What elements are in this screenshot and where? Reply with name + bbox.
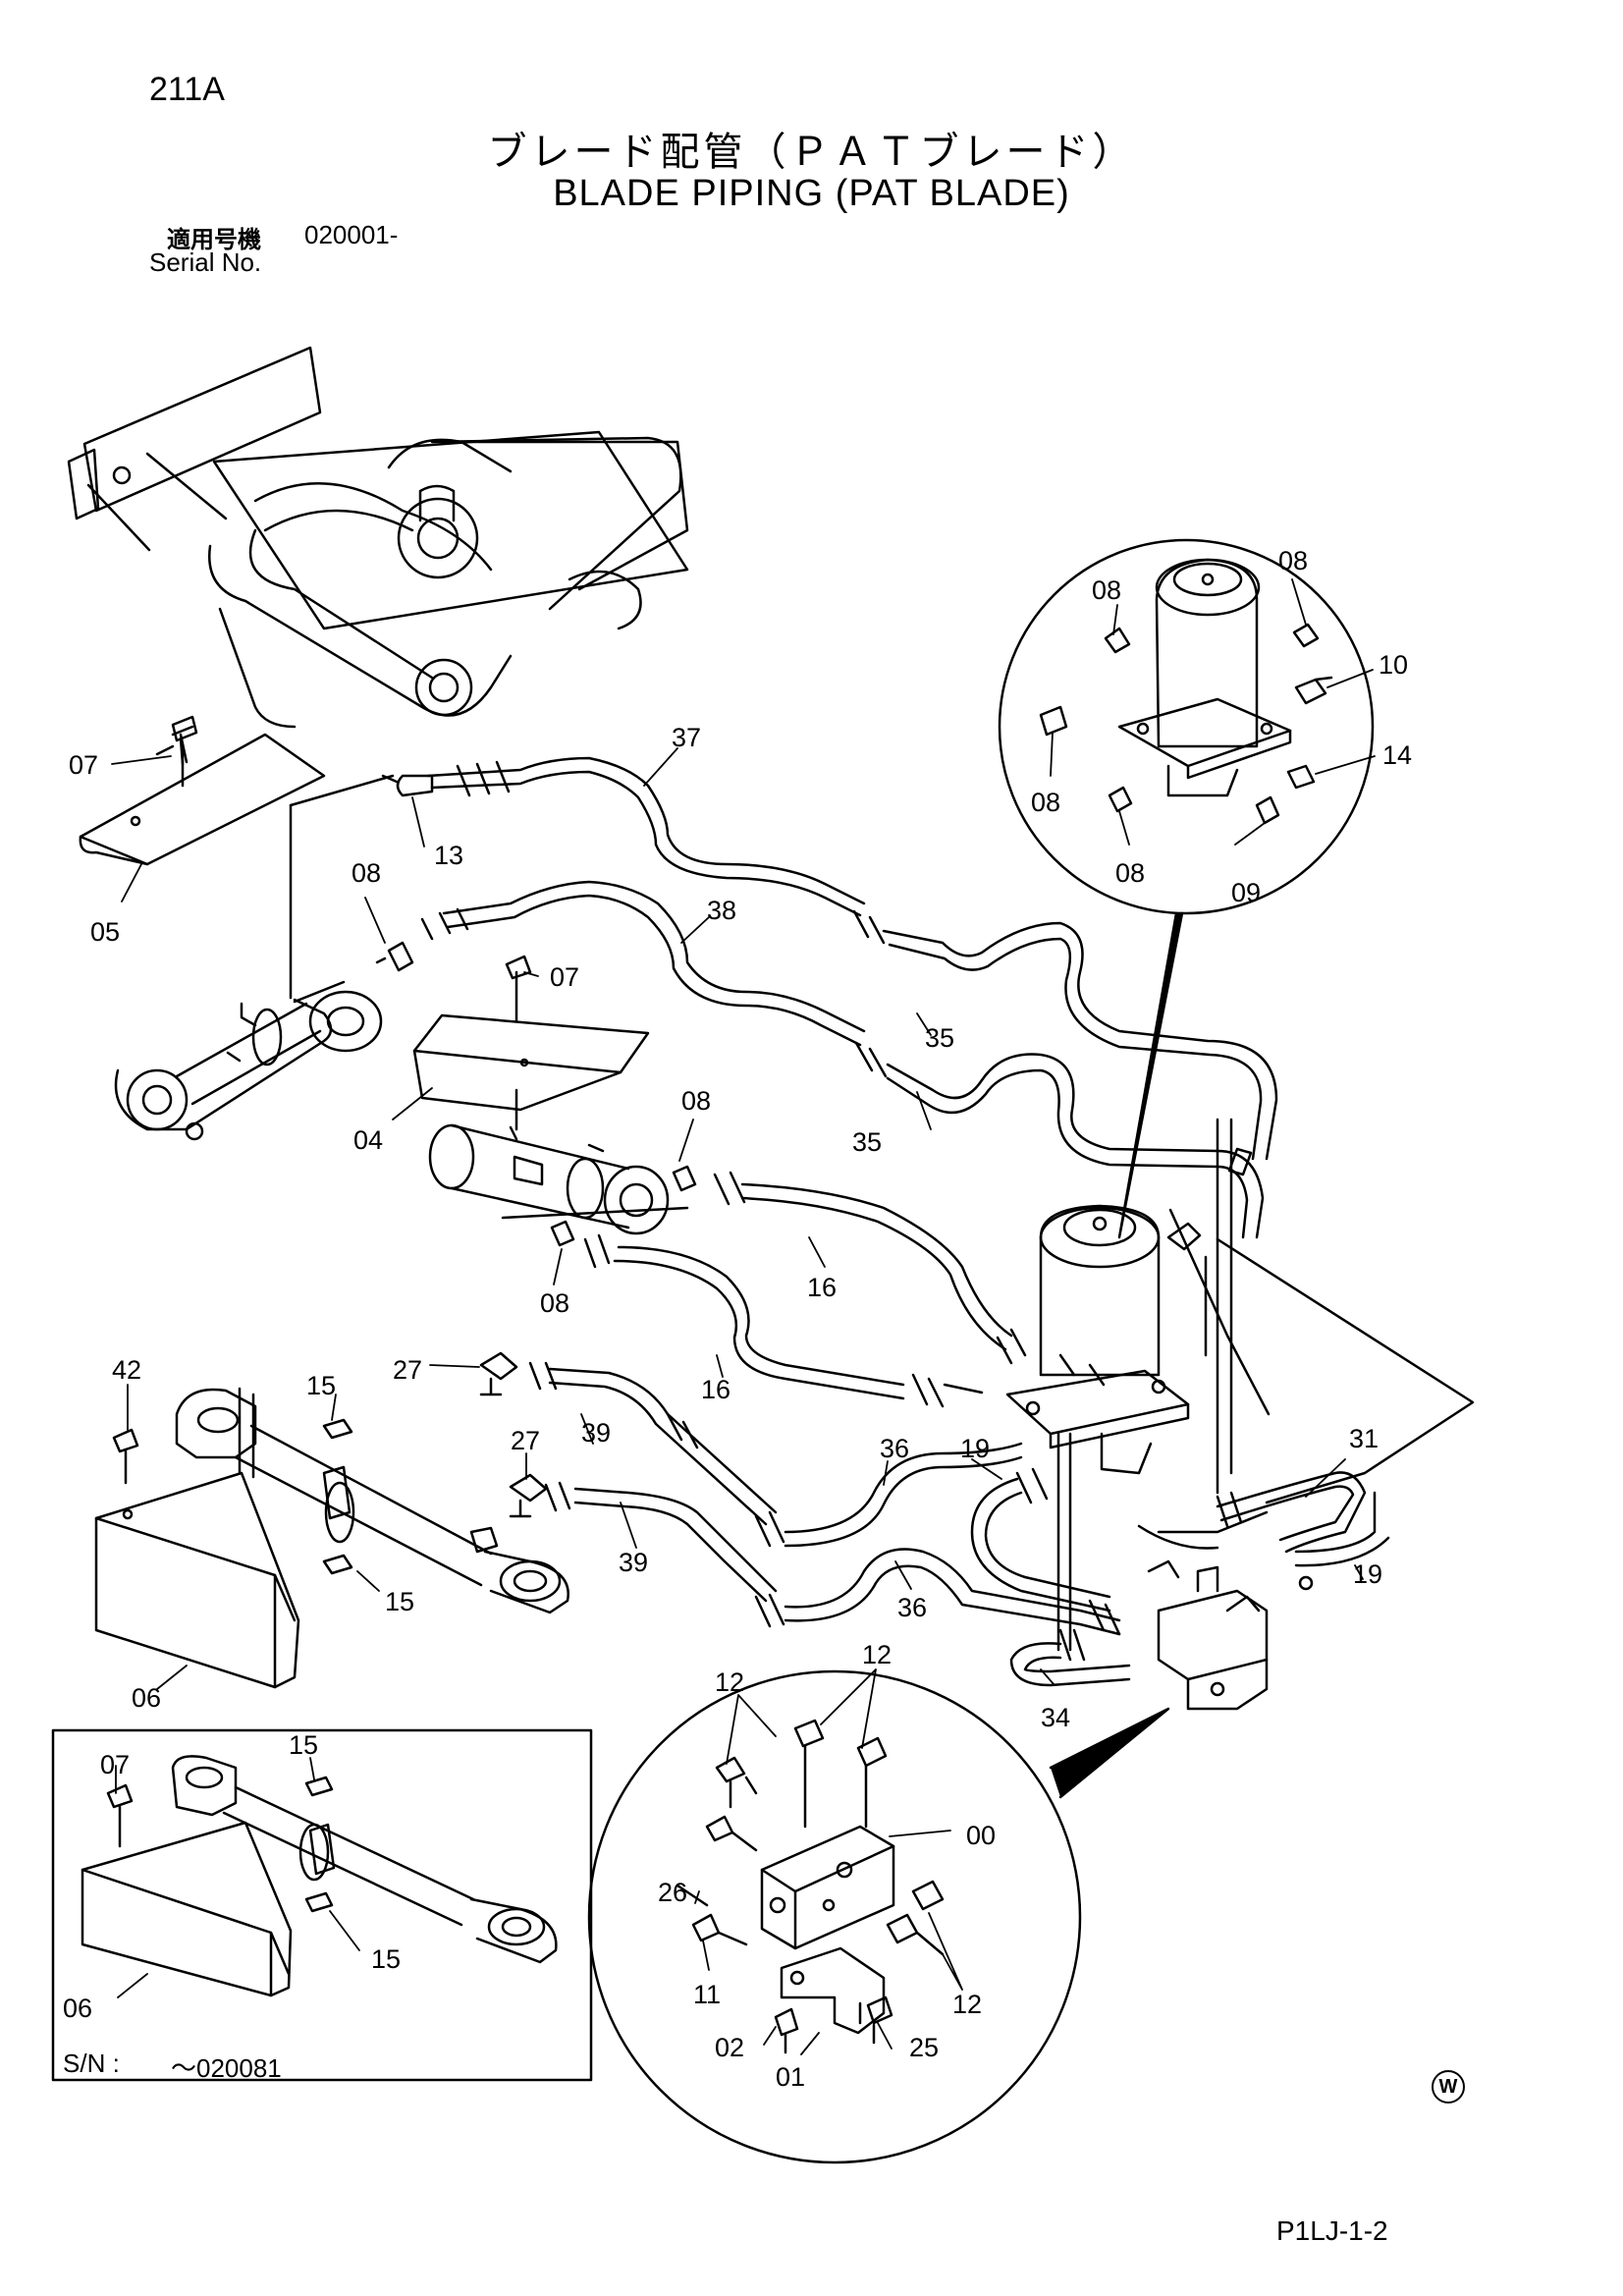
callout-11: 11	[693, 1980, 721, 2009]
callout-05: 05	[90, 917, 120, 947]
pipe-19-left	[970, 1467, 1111, 1613]
serial-label-japanese: 適用号機	[167, 227, 261, 253]
callout-12-a: 12	[715, 1667, 744, 1697]
callout-16-b: 16	[701, 1375, 730, 1404]
pipe-36-b	[754, 1548, 1121, 1636]
callout-31: 31	[1349, 1424, 1379, 1453]
callout-26: 26	[658, 1878, 687, 1907]
callout-00: 00	[966, 1821, 996, 1850]
cover-04	[412, 955, 650, 1112]
blade-cylinder-middle	[428, 1088, 689, 1235]
callout-42: 42	[112, 1355, 141, 1385]
callout-19-b: 19	[1353, 1559, 1382, 1589]
callout-08-d: 08	[1092, 575, 1121, 605]
pipe-36-a	[754, 1442, 1023, 1548]
long-pipe-right	[1056, 1118, 1233, 1652]
inset-serial-value: ～020081	[171, 2053, 282, 2083]
pipe-37	[426, 756, 866, 917]
callout-27-a: 27	[393, 1355, 422, 1385]
detail-circle-swivel	[998, 538, 1375, 1239]
callout-25: 25	[909, 2033, 939, 2062]
callout-12-b: 12	[862, 1640, 892, 1669]
elbow-13	[381, 774, 434, 797]
callout-01: 01	[776, 2062, 805, 2092]
pipe-35-lower	[854, 1041, 1265, 1251]
callout-39-b: 39	[619, 1548, 648, 1577]
elbow-27-b	[509, 1473, 548, 1518]
callout-35-b: 35	[852, 1127, 882, 1157]
bolt-42	[112, 1428, 139, 1485]
callout-09: 09	[1231, 878, 1261, 907]
detail-circle-valve	[587, 1669, 1170, 2164]
callout-12-c: 12	[952, 1990, 982, 2019]
callout-16-a: 16	[807, 1273, 837, 1302]
callout-19-a: 19	[960, 1434, 990, 1463]
machine-overview	[67, 346, 689, 729]
pipe-16-upper	[713, 1171, 1027, 1365]
valve-block-assembled	[1147, 1559, 1269, 1711]
w-mark-icon: W	[1432, 2070, 1465, 2104]
callout-08-b: 08	[681, 1086, 711, 1116]
callout-36-b: 36	[897, 1593, 927, 1622]
fitting-08-a	[375, 941, 414, 972]
title-english: BLADE PIPING (PAT BLADE)	[553, 173, 1070, 214]
callout-07-c: 07	[100, 1750, 130, 1779]
shim-15-lower	[322, 1418, 353, 1575]
callout-14: 14	[1382, 740, 1412, 770]
callout-15-d: 15	[371, 1944, 401, 1974]
leader-lines-right	[1168, 1208, 1475, 1504]
callout-36-a: 36	[880, 1434, 909, 1463]
callout-35-a: 35	[925, 1023, 954, 1053]
fitting-08-c	[550, 1220, 575, 1247]
cover-06	[94, 1471, 300, 1689]
callout-10: 10	[1379, 650, 1408, 680]
pipe-39-upper	[528, 1361, 778, 1526]
callout-08-f: 08	[1031, 788, 1060, 817]
callout-04: 04	[353, 1125, 383, 1155]
page-number: 211A	[149, 71, 225, 108]
inset-old-serial	[51, 1728, 593, 2082]
callout-06: 06	[132, 1683, 161, 1713]
blade-cylinder-lower	[175, 1387, 569, 1614]
pipe-38	[420, 880, 866, 1047]
callout-15-a: 15	[306, 1371, 336, 1400]
callout-02: 02	[715, 2033, 744, 2062]
callout-07-b: 07	[550, 962, 579, 992]
pipe-31	[1216, 1471, 1367, 1554]
callout-37: 37	[672, 723, 701, 752]
callout-07-a: 07	[69, 750, 98, 780]
pipe-39-lower	[544, 1481, 778, 1603]
pipe-16-lower	[583, 1233, 984, 1408]
serial-label-english: Serial No.	[149, 247, 262, 277]
callout-15-b: 15	[385, 1587, 414, 1616]
callout-08-a: 08	[352, 858, 381, 888]
drawing-code: P1LJ-1-2	[1276, 2215, 1388, 2246]
pipe-35-upper	[852, 909, 1278, 1176]
callout-34: 34	[1041, 1703, 1070, 1732]
callout-27-b: 27	[511, 1426, 540, 1455]
pipe-19-right	[1137, 1491, 1390, 1591]
callout-13: 13	[434, 841, 463, 870]
callout-06-b: 06	[63, 1994, 92, 2023]
bolt-07-top	[171, 715, 198, 766]
elbow-27-a	[479, 1351, 518, 1396]
swivel-joint	[1005, 1204, 1190, 1475]
callout-leaders	[111, 578, 1376, 2055]
callout-08-c: 08	[540, 1288, 569, 1318]
inset-serial-label: S/N :	[63, 2049, 120, 2078]
cover-05	[79, 725, 326, 866]
serial-value: 020001-	[304, 220, 399, 249]
callout-15-c: 15	[289, 1730, 318, 1760]
callout-08-e: 08	[1278, 546, 1308, 575]
callout-08-g: 08	[1115, 858, 1145, 888]
callout-labels: 07 05 13 37 08 38 07 04 08 35 35 08 16 1…	[63, 546, 1412, 2092]
callout-39-a: 39	[581, 1418, 611, 1448]
fitting-08-b	[672, 1165, 697, 1192]
blade-cylinder-upper	[114, 774, 395, 1141]
callout-38: 38	[707, 896, 736, 925]
title-japanese: ブレード配管（ＰＡＴブレード）	[487, 131, 1136, 174]
